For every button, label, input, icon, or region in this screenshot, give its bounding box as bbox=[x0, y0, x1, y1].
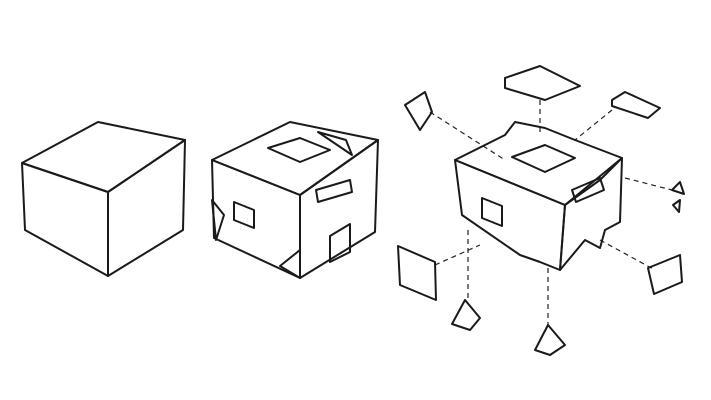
marked-corner-chip bbox=[279, 249, 301, 279]
ledge-fragment bbox=[611, 91, 661, 119]
corner-chip-fragment bbox=[404, 91, 433, 131]
marked-stone-block bbox=[211, 121, 379, 279]
marked-top-recess bbox=[267, 137, 331, 163]
door-plug-fragment bbox=[647, 254, 683, 295]
window-plug-fragment bbox=[397, 245, 437, 301]
small-chip-fragment bbox=[672, 199, 681, 213]
explosion-guide-lines bbox=[429, 100, 673, 325]
side-window-hole bbox=[481, 197, 503, 227]
small-chip-fragment bbox=[671, 181, 685, 195]
ledge-notch bbox=[571, 177, 605, 203]
bottom-chip-fragment bbox=[534, 324, 566, 356]
removed-fragments bbox=[397, 65, 685, 356]
marked-door bbox=[329, 223, 351, 263]
body-right-face bbox=[559, 157, 623, 271]
top-recess bbox=[511, 144, 576, 173]
carved-stone-body bbox=[454, 121, 623, 271]
body-left-face bbox=[454, 159, 566, 271]
top-slab-fragment bbox=[504, 65, 581, 101]
marked-corner-chip bbox=[211, 199, 225, 241]
bottom-chip-fragment bbox=[451, 299, 481, 331]
marked-corner-chip bbox=[317, 131, 353, 156]
block-right-face bbox=[107, 139, 186, 277]
block-left-face bbox=[21, 162, 109, 277]
marked-ledge bbox=[315, 179, 353, 203]
raw-stone-block bbox=[21, 121, 186, 277]
marked-side-window bbox=[233, 201, 255, 229]
